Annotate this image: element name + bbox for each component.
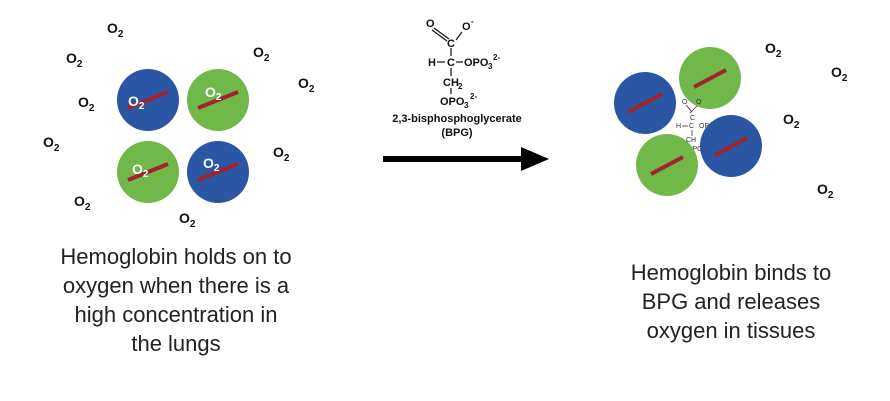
svg-text:-: - (471, 17, 474, 26)
bpg-abbreviation: (BPG) (441, 127, 473, 139)
svg-text:O: O (426, 18, 435, 30)
bpg-label: 2,3-bisphosphoglycerate (BPG) (382, 112, 532, 140)
svg-text:3: 3 (488, 62, 493, 71)
subunit-blue: O2 (187, 141, 249, 203)
caption-line: oxygen when there is a (62, 273, 290, 298)
svg-text:2: 2 (458, 82, 463, 91)
oxygen-label: O2 (273, 144, 290, 164)
subunit-green (636, 134, 698, 196)
oxygen-label: O2 (783, 111, 800, 131)
svg-text:C: C (447, 38, 455, 50)
svg-text:H: H (428, 57, 436, 69)
oxygen-label: O2 (66, 50, 83, 70)
oxygen-label: O2 (765, 40, 782, 60)
subunit-green: O2 (187, 69, 249, 131)
right-caption: Hemoglobin binds to BPG and releases oxy… (600, 258, 862, 345)
oxygen-label: O2 (817, 181, 834, 201)
svg-text:OPO: OPO (687, 146, 703, 153)
subunit-green: O2 (117, 141, 179, 203)
caption-line: high concentration in (74, 302, 278, 327)
svg-text:CH: CH (686, 137, 696, 144)
oxygen-label: O2 (298, 75, 315, 95)
subunit-blue (614, 72, 676, 134)
subunit-green (679, 47, 741, 109)
oxygen-label: O2 (74, 193, 91, 213)
caption-line: Hemoglobin holds on to (60, 244, 292, 269)
caption-line: the lungs (131, 331, 221, 356)
svg-text:C: C (447, 57, 455, 69)
oxygen-label: O2 (831, 64, 848, 84)
oxygen-label: O2 (43, 134, 60, 154)
arrow (383, 147, 549, 171)
subunit-blue (700, 115, 762, 177)
svg-text:O: O (682, 99, 688, 106)
oxygen-label: O2 (253, 44, 270, 64)
bpg-structure: O C O - H C OPO 3 2- CH 2 OPO 3 2- (426, 17, 500, 110)
svg-text:O: O (696, 99, 702, 106)
caption-line: oxygen in tissues (646, 318, 816, 343)
bpg-name: 2,3-bisphosphoglycerate (392, 113, 522, 125)
svg-text:O: O (462, 21, 471, 33)
svg-text:OPO: OPO (464, 57, 489, 69)
svg-text:2-: 2- (470, 92, 477, 101)
svg-text:C: C (690, 115, 695, 122)
svg-text:OPO: OPO (440, 96, 465, 108)
caption-line: Hemoglobin binds to (630, 260, 832, 285)
svg-text:CH: CH (443, 77, 459, 89)
caption-line: BPG and releases (641, 289, 821, 314)
oxygen-label: O2 (179, 210, 196, 230)
svg-text:H: H (676, 123, 681, 130)
svg-text:3: 3 (464, 101, 469, 110)
oxygen-label: O2 (78, 94, 95, 114)
svg-text:C: C (689, 123, 694, 130)
svg-text:2-: 2- (493, 53, 500, 62)
subunit-blue: O2 (117, 69, 179, 131)
oxygen-label: O2 (107, 20, 124, 40)
left-caption: Hemoglobin holds on to oxygen when there… (20, 242, 332, 358)
